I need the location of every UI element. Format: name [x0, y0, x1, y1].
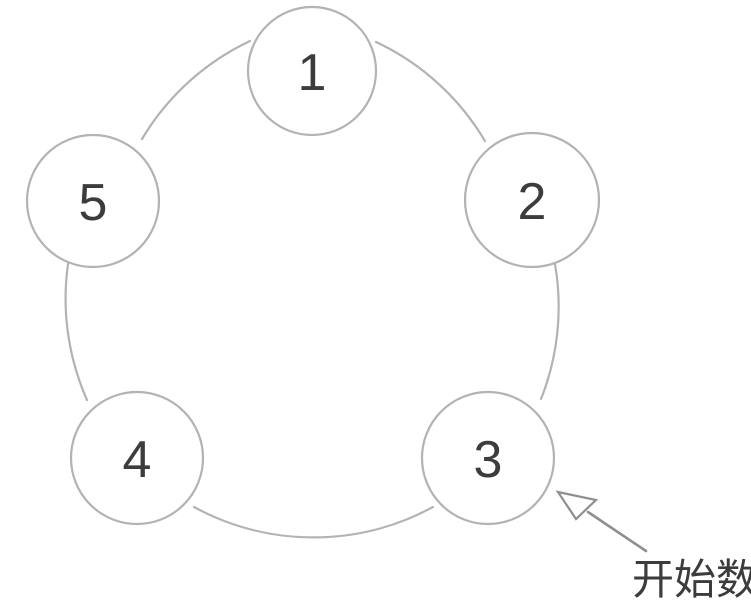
node-2[interactable]: 2 [463, 131, 601, 269]
edge-5-1 [140, 39, 252, 141]
edge-2-3 [539, 262, 560, 401]
node-3[interactable]: 3 [420, 390, 556, 526]
start-pointer-arrow [555, 490, 648, 553]
ring-nodes: 1 2 3 4 5 [25, 5, 601, 526]
node-4[interactable]: 4 [69, 390, 205, 526]
node-5[interactable]: 5 [25, 133, 161, 269]
node-5-circle[interactable] [25, 133, 161, 269]
node-4-circle[interactable] [69, 390, 205, 526]
node-4-label: 4 [123, 431, 152, 489]
node-2-circle[interactable] [463, 131, 601, 269]
node-3-label: 3 [474, 431, 503, 489]
node-1-circle[interactable] [246, 5, 378, 137]
node-1-label: 1 [298, 44, 327, 102]
node-5-label: 5 [79, 174, 108, 232]
edge-4-5 [64, 262, 89, 402]
edge-3-4 [192, 505, 435, 539]
ring-edges [64, 39, 560, 539]
edge-1-2 [374, 40, 487, 143]
arrow-shaft [586, 510, 648, 553]
start-annotation-label: 开始数 [632, 555, 751, 603]
node-2-label: 2 [518, 173, 547, 231]
arrow-head-icon [555, 490, 599, 521]
node-1[interactable]: 1 [246, 5, 378, 137]
node-3-circle[interactable] [420, 390, 556, 526]
